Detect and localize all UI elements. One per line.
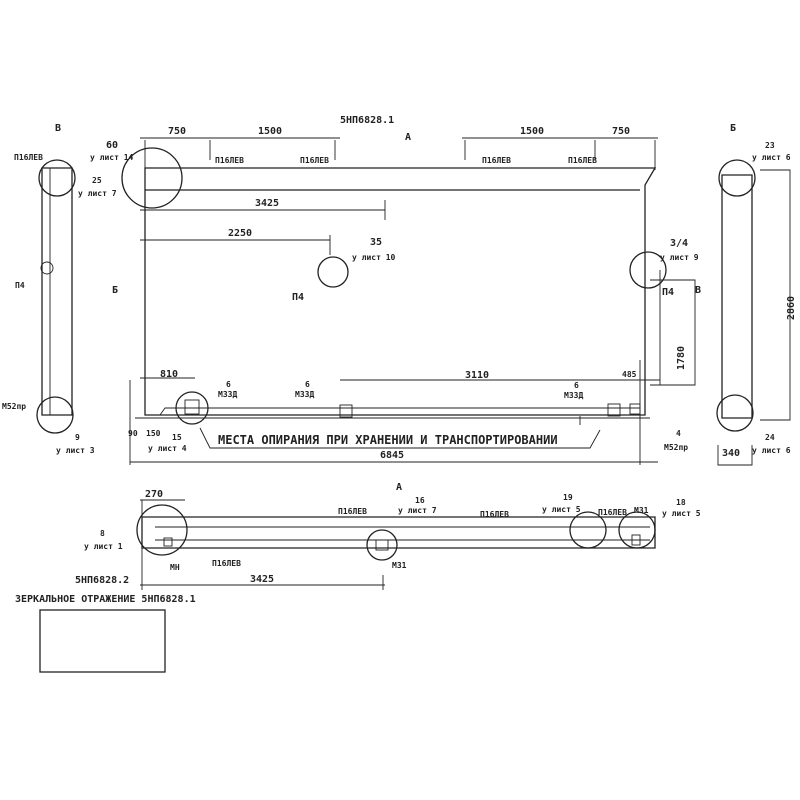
ref-sheet: у лист 1 xyxy=(84,542,123,551)
dim-270: 270 xyxy=(145,489,163,500)
title-label-2: 5НП6828.2 xyxy=(75,575,129,586)
ref-sheet: у лист 14 xyxy=(90,153,134,162)
ref-label: 6 xyxy=(305,380,310,389)
embed-label: М33Д xyxy=(218,390,237,399)
dim-2860: 2860 xyxy=(786,296,797,320)
ref-label: 4 xyxy=(676,429,681,438)
dim-485: 485 xyxy=(622,370,637,379)
ref-sheet: у лист 7 xyxy=(78,189,117,198)
ref-label: 9 xyxy=(75,433,80,442)
ref-sheet: у лист 5 xyxy=(542,505,581,514)
embed-label: М52пр xyxy=(664,443,688,452)
bottom-view xyxy=(39,499,656,673)
section-a-marker: А xyxy=(396,482,402,493)
ref-label: 24 xyxy=(765,433,775,442)
dim-810: 810 xyxy=(160,369,178,380)
ref-label: 19 xyxy=(563,493,573,502)
left-view xyxy=(36,159,76,434)
dim-1500: 1500 xyxy=(258,126,282,137)
embed-label: М33Д xyxy=(295,390,314,399)
main-view xyxy=(121,137,696,465)
part-label: П16ЛЕВ xyxy=(480,510,509,519)
part-label: П16ЛЕВ xyxy=(482,156,511,165)
dim-3425: 3425 xyxy=(255,198,279,209)
dim-3110: 3110 xyxy=(465,370,489,381)
embed-label: М31 xyxy=(392,561,407,570)
part-label: П16ЛЕВ xyxy=(598,508,627,517)
ref-label: 3/4 xyxy=(670,238,688,249)
dim-6845: 6845 xyxy=(380,450,404,461)
ref-label: 35 xyxy=(370,237,382,248)
part-label: П16ЛЕВ xyxy=(338,507,367,516)
embed-label: М31 xyxy=(634,506,649,515)
section-a-marker: А xyxy=(405,132,411,143)
ref-sheet: у лист 7 xyxy=(398,506,437,515)
part-label: П16ЛЕВ xyxy=(568,156,597,165)
ref-sheet: у лист 9 xyxy=(660,253,699,262)
part-label: П16ЛЕВ xyxy=(300,156,329,165)
embed-label: М33Д xyxy=(564,391,583,400)
support-note: МЕСТА ОПИРАНИЯ ПРИ ХРАНЕНИИ И ТРАНСПОРТИ… xyxy=(218,433,558,447)
ref-label: 16 xyxy=(415,496,425,505)
ref-label: 60 xyxy=(106,140,118,151)
dim-1500: 1500 xyxy=(520,126,544,137)
ref-label: 25 xyxy=(92,176,102,185)
ref-sheet: у лист 6 xyxy=(752,153,791,162)
part-label: П16ЛЕВ xyxy=(212,559,241,568)
dim-750: 750 xyxy=(168,126,186,137)
ref-label: 6 xyxy=(574,381,579,390)
dim-3425: 3425 xyxy=(250,574,274,585)
dim-340: 340 xyxy=(722,448,740,459)
section-b-marker: Б xyxy=(112,285,118,296)
part-label: П4 xyxy=(292,292,304,303)
ref-label: 23 xyxy=(765,141,775,150)
ref-sheet: у лист 5 xyxy=(662,509,701,518)
embed-label: М52пр xyxy=(2,402,26,411)
ref-label: 8 xyxy=(100,529,105,538)
dim-90: 90 xyxy=(128,429,138,438)
ref-label: 18 xyxy=(676,498,686,507)
mirror-note: ЗЕРКАЛЬНОЕ ОТРАЖЕНИЕ 5НП6828.1 xyxy=(15,594,196,605)
part-label: П4 xyxy=(662,287,674,298)
left-view-title: В xyxy=(55,123,61,134)
dim-2250: 2250 xyxy=(228,228,252,239)
embed-label: МН xyxy=(170,563,180,572)
right-view xyxy=(716,159,791,466)
dim-1780: 1780 xyxy=(676,346,687,370)
part-label: П16ЛЕВ xyxy=(14,153,43,162)
ref-sheet: у лист 4 xyxy=(148,444,187,453)
dim-750: 750 xyxy=(612,126,630,137)
title-label: 5НП6828.1 xyxy=(340,115,394,126)
part-label: П4 xyxy=(15,281,25,290)
part-label: П16ЛЕВ xyxy=(215,156,244,165)
ref-label: 6 xyxy=(226,380,231,389)
right-view-title: Б xyxy=(730,123,736,134)
ref-sheet: у лист 6 xyxy=(752,446,791,455)
section-v-marker: В xyxy=(695,285,701,296)
dim-150: 150 xyxy=(146,429,161,438)
ref-sheet: у лист 10 xyxy=(352,253,396,262)
ref-label: 15 xyxy=(172,433,182,442)
ref-sheet: у лист 3 xyxy=(56,446,95,455)
